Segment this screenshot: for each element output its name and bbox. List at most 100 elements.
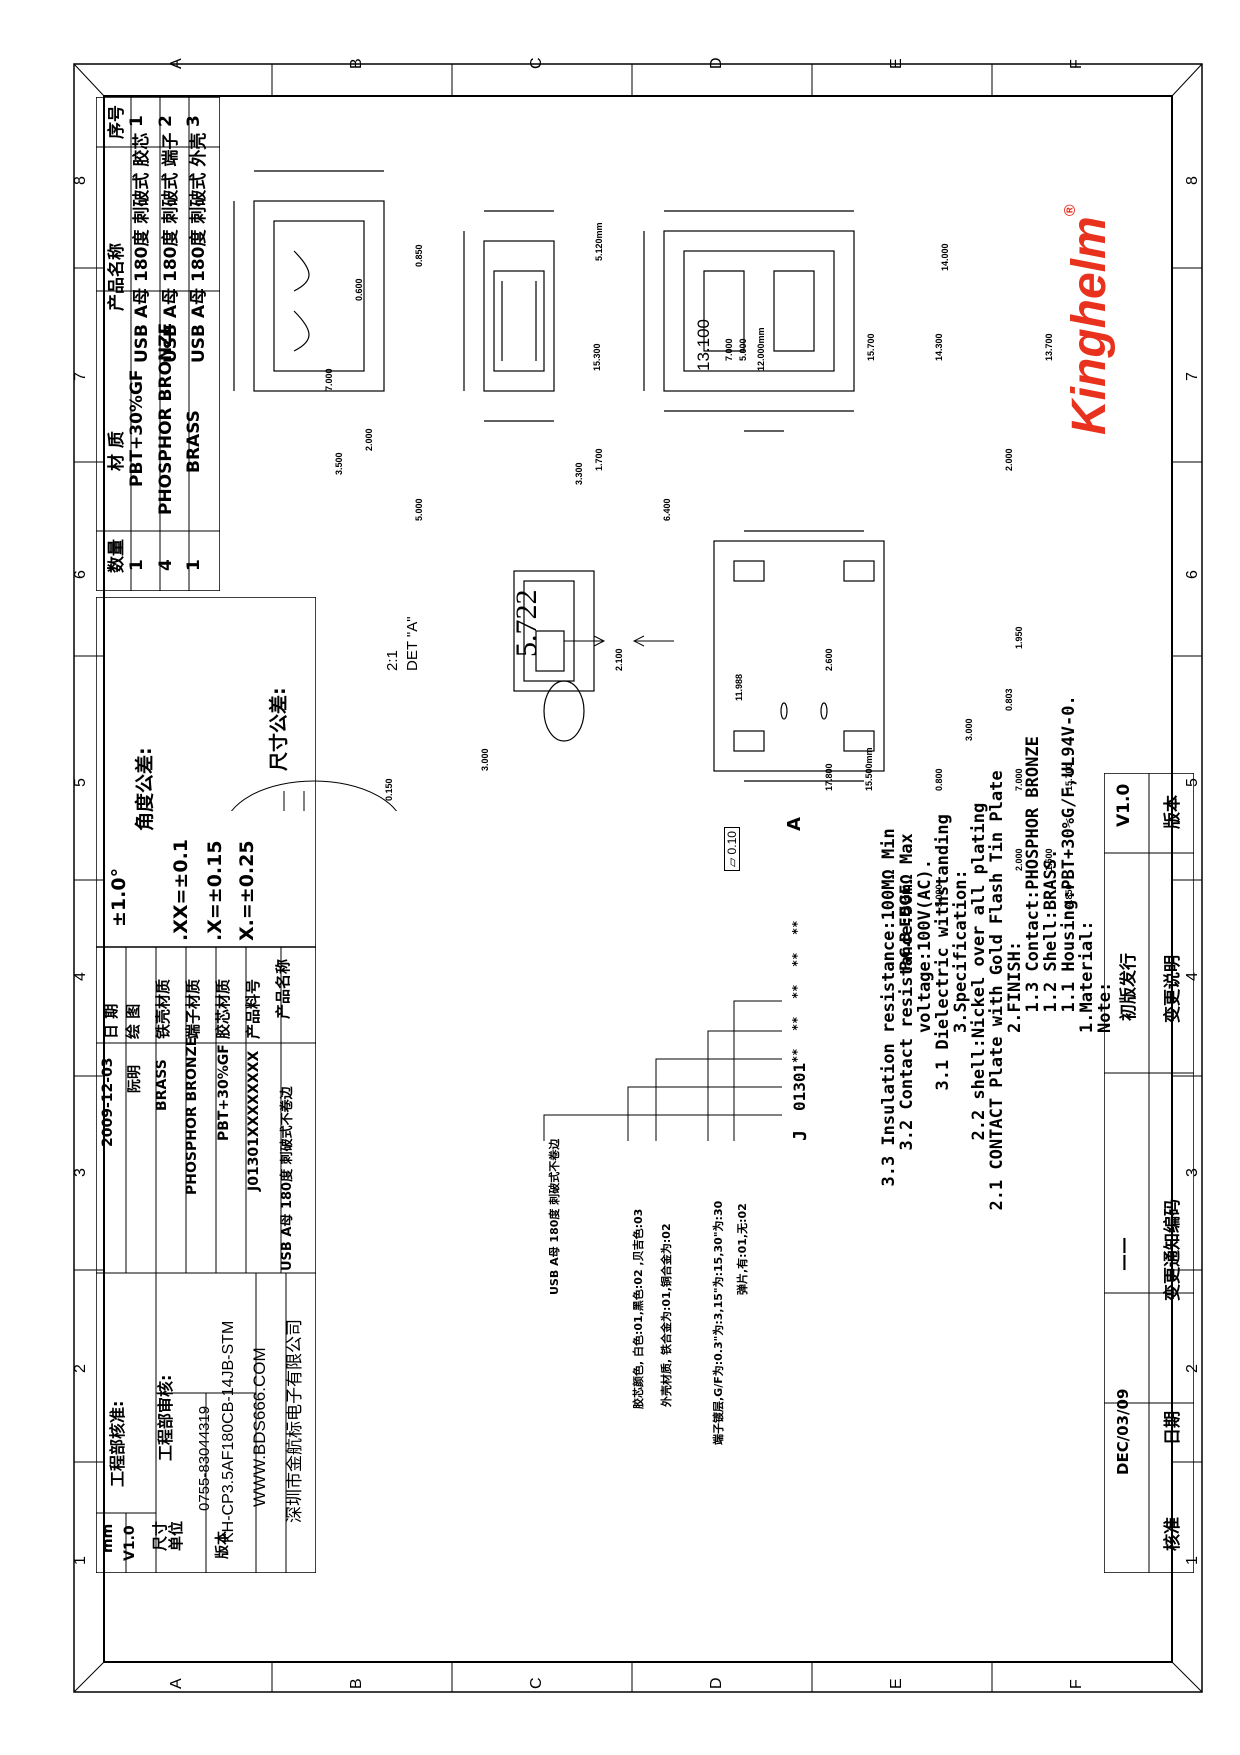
tb-label-date: 日 期 bbox=[102, 1003, 120, 1039]
zone-3-left: 3 bbox=[72, 1168, 89, 1177]
dim-7000c: 7.000 bbox=[1014, 768, 1024, 791]
zone-D-top: D bbox=[708, 57, 725, 69]
code-legend-4: 胶芯颜色, 白色:01,黑色:02 ,贝吉色:03 bbox=[632, 1208, 645, 1409]
zone-B-top: B bbox=[348, 58, 365, 69]
bom-row-2-no: 2 bbox=[156, 115, 176, 127]
note-line-12: 3.3 Insulation resistance:100MΩ Min bbox=[879, 828, 899, 1207]
dim-15700b: 15.700 bbox=[1064, 763, 1074, 791]
zone-C-bottom: C bbox=[528, 1677, 545, 1689]
big-dimension-arrows bbox=[564, 635, 674, 647]
rev-header-change: 变更说明 bbox=[1163, 955, 1183, 1023]
drawing-part-number: KH-CP3.5AF180CB-14JB-STM bbox=[220, 1320, 237, 1543]
dim-14300: 14.300 bbox=[934, 333, 944, 361]
dim-3500: 3.500 bbox=[334, 452, 344, 475]
dim-15700a: 15.700 bbox=[866, 333, 876, 361]
dim-13700: 13.700 bbox=[1044, 333, 1054, 361]
bom-row-2-name: USB A母 180度 刺破式 端子 bbox=[161, 132, 181, 363]
tb-value-housing: PBT+30%GF bbox=[216, 1044, 232, 1141]
bom-row-1-qty: 1 bbox=[127, 559, 147, 571]
tb-label-contact: 端子材质 bbox=[184, 978, 202, 1039]
mechanical-views bbox=[224, 170, 885, 811]
dim-0800: 0.800 bbox=[934, 768, 944, 791]
dim-7000a: 7.000 bbox=[724, 338, 734, 361]
dim-6400: 6.400 bbox=[662, 498, 672, 521]
zone-E-bottom: E bbox=[888, 1678, 905, 1689]
code-legend-2: 端子镀层,G/F为:0.3"为:3,15"为:15,30"为:30 bbox=[712, 1200, 725, 1445]
rev-header-change-no: 变更通知编码 bbox=[1163, 1199, 1183, 1301]
zone-2-left: 2 bbox=[72, 1364, 89, 1373]
dim-2600: 2.600 bbox=[824, 648, 834, 671]
dim-3000a: 3.000 bbox=[480, 748, 490, 771]
bom-row-2-qty: 4 bbox=[156, 559, 176, 571]
dim-11988: 11.988 bbox=[734, 673, 744, 701]
zone-E-top: E bbox=[888, 58, 905, 69]
version-label: 版本 bbox=[215, 1531, 231, 1559]
tb-label-housing: 胶芯材质 bbox=[214, 978, 232, 1039]
rev-version: V1.0 bbox=[1114, 783, 1134, 827]
bom-row-1-name: USB A母 180度 刺破式 胶芯 bbox=[132, 132, 152, 363]
zone-C-top: C bbox=[528, 57, 545, 69]
bom-row-3-no: 3 bbox=[184, 115, 204, 127]
tb-label-name: 产品名称 bbox=[274, 958, 292, 1019]
bom-row-3-name: USB A母 180度 刺破式 外壳 bbox=[189, 132, 209, 363]
zone-4-left: 4 bbox=[72, 972, 89, 981]
dim-17800: 17.800 bbox=[824, 763, 834, 791]
tb-value-name: USB A母 180度 刺破式不卷边 bbox=[280, 1086, 295, 1271]
zone-F-top: F bbox=[1068, 59, 1085, 69]
dim-5000c: 5.000 bbox=[934, 884, 944, 907]
zone-F-bottom: F bbox=[1068, 1679, 1085, 1689]
dim-5000b: 5.000 bbox=[414, 498, 424, 521]
bom-header-material: 材 质 bbox=[107, 431, 127, 471]
size-unit-label: 尺寸 单位 bbox=[151, 1520, 185, 1551]
company-name: 深圳市金航标电子有限公司 bbox=[285, 1319, 304, 1523]
rev-change-no: —— bbox=[1114, 1237, 1134, 1271]
detail-label: DET "A" bbox=[404, 616, 421, 671]
rev-date: DEC/03/09 bbox=[1114, 1388, 1132, 1475]
bom-row-3-qty: 1 bbox=[184, 559, 204, 571]
dim-1700: 1.700 bbox=[594, 448, 604, 471]
dim-12000: 12.000mm bbox=[756, 327, 766, 371]
tb-value-partno: J01301XXXXXXXX bbox=[246, 1050, 262, 1191]
dim-15500: 15.500mm bbox=[864, 747, 874, 791]
zone-A-bottom: A bbox=[168, 1678, 185, 1689]
bom-row-1-material: PBT+30%GF bbox=[127, 369, 147, 487]
bom-header-no: 序号 bbox=[107, 105, 127, 139]
tb-value-shell: BRASS bbox=[154, 1059, 170, 1111]
zone-B-bottom: B bbox=[348, 1678, 365, 1689]
dim-2000c: 2.000 bbox=[1014, 848, 1024, 871]
dim-5000a: 5.000 bbox=[738, 338, 748, 361]
dim-4850: 4.850 bbox=[1064, 884, 1074, 907]
pcb-edge-label: P.C.B EDGE bbox=[898, 884, 914, 971]
detail-scale: 2:1 bbox=[384, 650, 401, 671]
zone-7-left: 7 bbox=[72, 372, 89, 381]
tb-label-drawn: 绘 图 bbox=[124, 1003, 142, 1039]
tb-value-drawn: 阮明 bbox=[127, 1065, 143, 1093]
dim-15300: 15.300 bbox=[592, 343, 602, 371]
rev-header-approve: 核准 bbox=[1163, 1517, 1183, 1551]
dim-1500: 1.500 bbox=[1044, 848, 1054, 871]
dim-0803: 0.803 bbox=[1004, 688, 1014, 711]
dim-5120: 5.120mm bbox=[594, 222, 604, 261]
zone-6-left: 6 bbox=[72, 570, 89, 579]
part-code-slot-5: ** bbox=[790, 920, 804, 935]
bom-header-name: 产品名称 bbox=[107, 243, 127, 311]
dim-2000b: 2.000 bbox=[364, 428, 374, 451]
rev-header-date: 日期 bbox=[1163, 1411, 1183, 1445]
engineering-review: 工程部审核: bbox=[156, 1374, 175, 1461]
dim-0150: 0.150 bbox=[384, 778, 394, 801]
tb-value-contact: PHOSPHOR BRONZE bbox=[184, 1036, 200, 1195]
company-phone: 0755-83044319 bbox=[196, 1405, 213, 1511]
code-legend-1: 弹片,有:01,无:02 bbox=[736, 1203, 749, 1295]
tb-value-date: 2009-12-03 bbox=[100, 1057, 116, 1147]
zone-6-right: 6 bbox=[1184, 570, 1201, 579]
engineering-approve: 工程部核准: bbox=[108, 1400, 127, 1487]
bom-row-1-no: 1 bbox=[127, 115, 147, 127]
code-legend-5: USB A母 180度 刺破式不卷边 bbox=[548, 1138, 561, 1295]
rev-change: 初版发行 bbox=[1119, 953, 1139, 1021]
bom-row-3-material: BRASS bbox=[184, 410, 204, 473]
tb-label-partno: 产品料号 bbox=[244, 978, 262, 1039]
dim-7000b: 7.000 bbox=[324, 368, 334, 391]
version-value: V1.0 bbox=[122, 1525, 138, 1561]
zone-8-right: 8 bbox=[1184, 176, 1201, 185]
